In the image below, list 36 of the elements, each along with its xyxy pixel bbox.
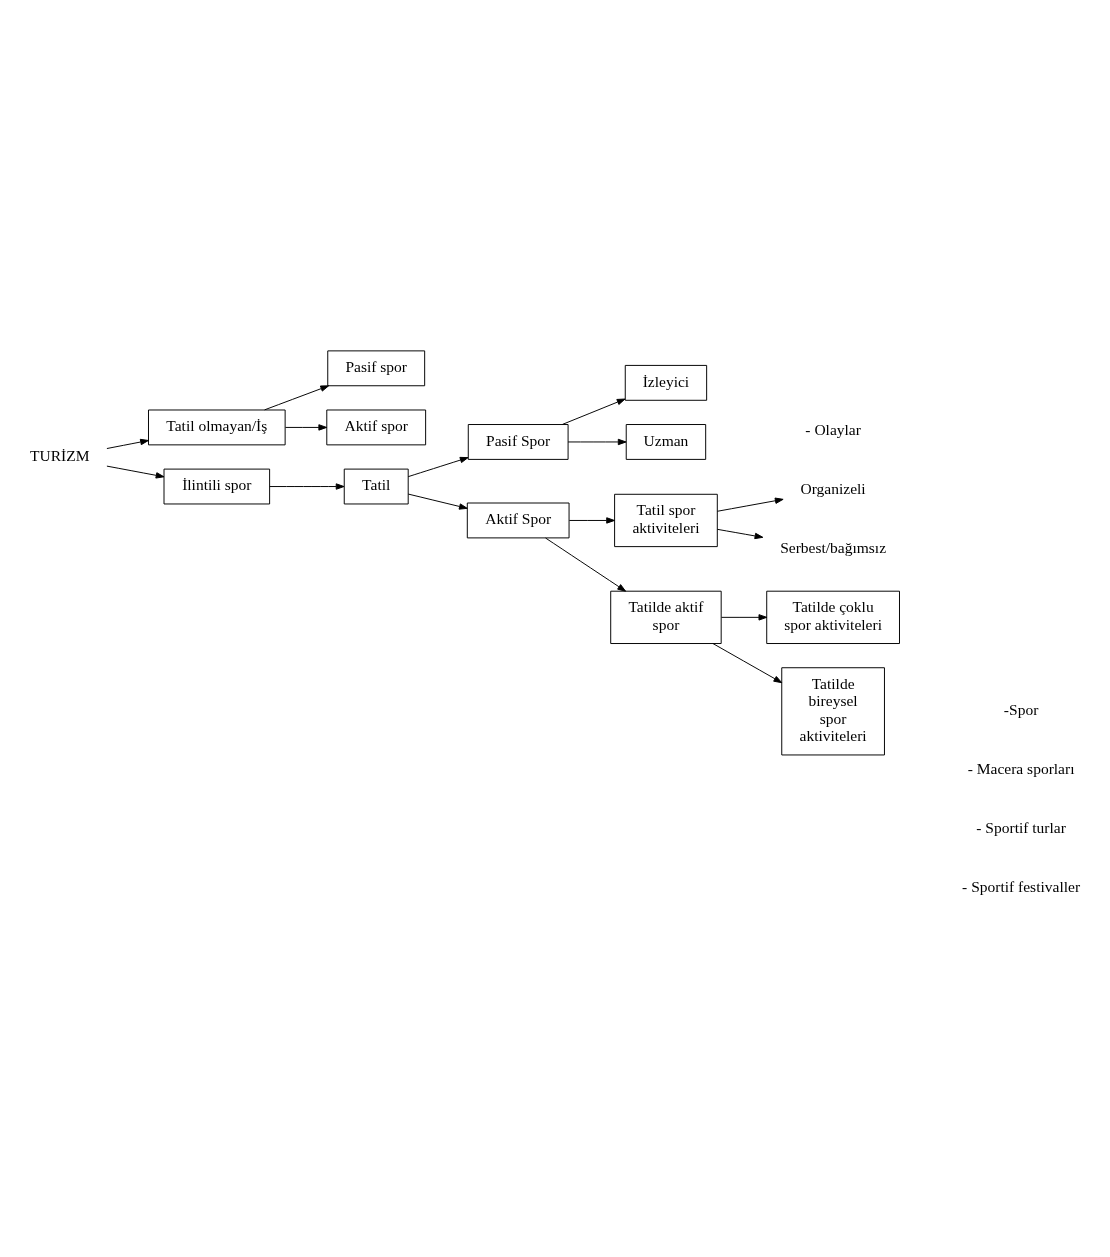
node-box: Tatilde çoklu spor aktiviteleri: [766, 590, 900, 644]
label: - Sportif festivaller: [962, 878, 1081, 896]
arrow: [712, 643, 783, 684]
node-text: TURİZM: [30, 447, 90, 465]
arrow: [567, 438, 627, 446]
node-text: Organizeli: [800, 480, 866, 498]
node-box: Pasif Spor: [467, 424, 569, 460]
label: - Sportif turlar: [976, 819, 1066, 837]
node-box: İzleyici: [624, 364, 708, 401]
arrow: [269, 483, 345, 490]
node-box: Tatilde aktif spor: [610, 590, 722, 644]
node-box: Aktif spor: [326, 409, 427, 446]
arrow: [721, 614, 768, 621]
arrow: [545, 537, 627, 592]
arrow: [264, 385, 330, 411]
label: - Macera sporları: [967, 760, 1075, 778]
arrow: [106, 438, 149, 449]
arrow: [106, 465, 165, 479]
node-box: Tatil olmayan/İş: [148, 409, 286, 446]
node-box: Pasif spor: [327, 350, 426, 387]
arrow: [285, 424, 328, 431]
label: - Olaylar: [805, 420, 861, 438]
arrow: [716, 497, 784, 512]
arrow: [562, 398, 626, 425]
node-box: Uzman: [625, 424, 707, 460]
node-text: Serbest/bağımsız: [780, 539, 887, 557]
node-box: Aktif Spor: [466, 502, 570, 539]
arrow: [568, 517, 615, 524]
node-box: Tatilde bireysel spor aktiviteleri: [781, 667, 885, 756]
arrow: [716, 528, 764, 540]
arrow: [407, 493, 468, 510]
arrow: [407, 456, 469, 478]
label: -Spor: [1003, 701, 1039, 719]
node-box: İlintili spor: [163, 468, 271, 505]
node-box: Tatil spor aktiviteleri: [614, 493, 718, 548]
node-box: Tatil: [343, 468, 409, 505]
